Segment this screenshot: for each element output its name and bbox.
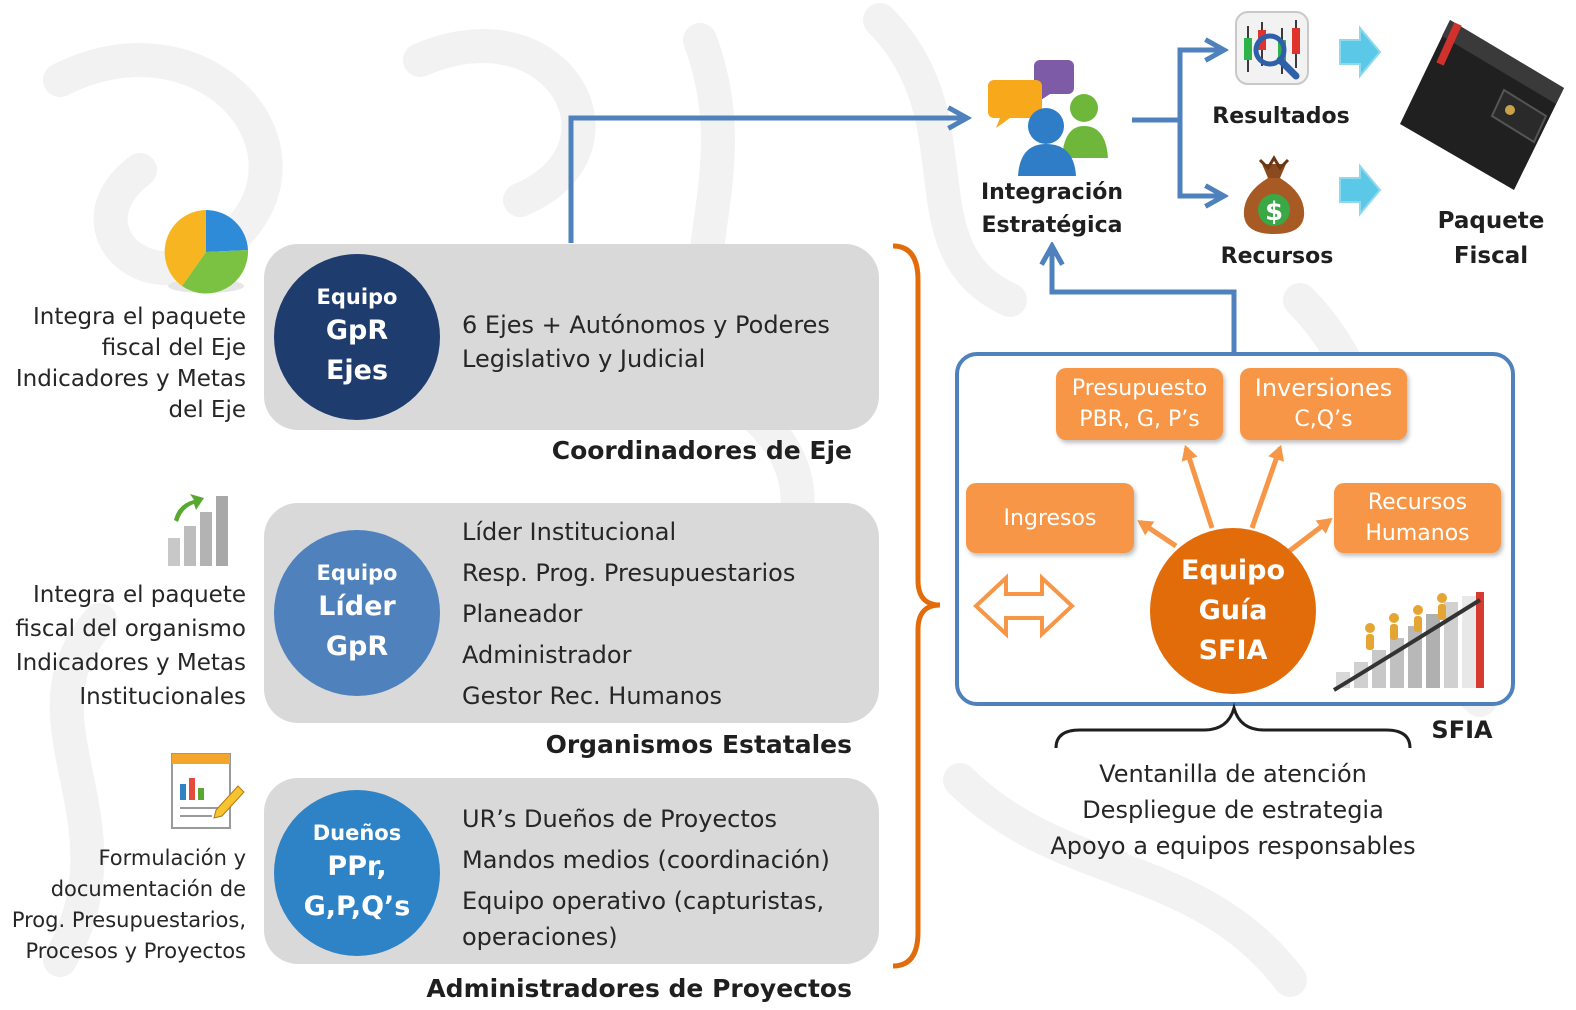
description-line: del Eje bbox=[168, 397, 246, 423]
box-line: Ingresos bbox=[1003, 505, 1097, 531]
connector-sfia-to-integracion bbox=[1052, 248, 1237, 352]
box-line: PBR, G, P’s bbox=[1079, 407, 1200, 432]
arrow-to-inversiones bbox=[1249, 444, 1285, 529]
sfia-box-ingresos: Ingresos bbox=[966, 483, 1134, 553]
team-item: UR’s Dueños de Proyectos bbox=[462, 805, 777, 833]
pie-chart-icon bbox=[164, 209, 249, 294]
connector-integracion-to-recursos bbox=[1177, 120, 1222, 196]
team-items-proyectos: UR’s Dueños de Proyectos Mandos medios (… bbox=[462, 799, 830, 952]
team-item: Mandos medios (coordinación) bbox=[462, 846, 830, 874]
label-line: Fiscal bbox=[1453, 243, 1529, 269]
circle-line: Equipo bbox=[316, 285, 398, 309]
circle-line: GpR bbox=[325, 315, 389, 346]
team-item: 6 Ejes + Autónomos y Poderes bbox=[462, 311, 830, 339]
team-circle-proyectos: Dueños PPr, G,P,Q’s bbox=[274, 790, 440, 956]
circle-line: Ejes bbox=[325, 355, 389, 386]
description-line: Procesos y Proyectos bbox=[25, 939, 246, 963]
connector-integracion-to-resultados bbox=[1132, 50, 1222, 123]
description-line: Indicadores y Metas bbox=[15, 366, 246, 392]
wallet-icon bbox=[1400, 20, 1564, 190]
description-proyectos: Formulación y documentación de Prog. Pre… bbox=[12, 843, 246, 967]
circle-line: G,P,Q’s bbox=[303, 891, 411, 922]
box-line: Presupuesto bbox=[1071, 376, 1208, 401]
connector-ejes-to-integracion bbox=[568, 118, 965, 243]
orange-bracket bbox=[892, 243, 941, 969]
sfia-support-text: Ventanilla de atención Despliegue de est… bbox=[1030, 756, 1436, 864]
support-line: Despliegue de estrategia bbox=[1082, 796, 1384, 824]
team-item: Planeador bbox=[462, 600, 583, 628]
description-line: Institucionales bbox=[79, 684, 246, 710]
box-line: Recursos bbox=[1367, 490, 1468, 515]
description-line: fiscal del Eje bbox=[101, 335, 246, 361]
money-bag-icon: $ bbox=[1243, 155, 1305, 234]
box-line: C,Q’s bbox=[1294, 407, 1353, 432]
support-line: Apoyo a equipos responsables bbox=[1050, 832, 1416, 860]
team-item: Gestor Rec. Humanos bbox=[462, 682, 723, 710]
arrow-to-ingresos bbox=[1137, 519, 1178, 549]
circle-line: Guía bbox=[1198, 595, 1268, 626]
description-line: Integra el paquete bbox=[32, 304, 246, 330]
circle-line: PPr, bbox=[327, 851, 387, 882]
report-document-icon bbox=[171, 753, 245, 829]
arrow-to-recursos-humanos bbox=[1286, 517, 1333, 554]
team-circle-organismos: Equipo Líder GpR bbox=[274, 530, 440, 696]
circle-line: SFIA bbox=[1198, 635, 1268, 666]
sfia-box-presupuesto: Presupuesto PBR, G, P’s bbox=[1056, 368, 1223, 440]
svg-text:$: $ bbox=[1265, 197, 1283, 227]
circle-line: Equipo bbox=[1180, 555, 1286, 586]
caption-ejes: Coordinadores de Eje bbox=[551, 436, 852, 465]
arrow-recursos-to-paquete bbox=[1339, 163, 1382, 217]
resultados-label: Resultados bbox=[1212, 104, 1350, 129]
circle-line: Dueños bbox=[312, 821, 402, 845]
description-line: Integra el paquete bbox=[32, 582, 246, 608]
team-item: Equipo operativo (capturistas, bbox=[462, 887, 825, 915]
box-line: Inversiones bbox=[1254, 374, 1393, 402]
candlestick-magnifier-icon bbox=[1235, 11, 1309, 85]
circle-line: Líder bbox=[318, 591, 396, 622]
description-line: Prog. Presupuestarios, bbox=[11, 908, 246, 932]
recursos-label: Recursos bbox=[1220, 244, 1334, 269]
integracion-label: Integración Estratégica bbox=[966, 176, 1138, 242]
bar-chart-growth-icon bbox=[168, 494, 228, 566]
description-line: fiscal del organismo bbox=[15, 616, 246, 642]
circle-line: GpR bbox=[325, 631, 389, 662]
team-item: Administrador bbox=[462, 641, 632, 669]
team-circle-ejes: Equipo GpR Ejes bbox=[274, 254, 440, 420]
support-line: Ventanilla de atención bbox=[1099, 760, 1367, 788]
arrow-resultados-to-paquete bbox=[1339, 25, 1382, 79]
description-line: documentación de bbox=[50, 877, 246, 901]
sfia-label: SFIA bbox=[1431, 716, 1493, 744]
sfia-center-circle: Equipo Guía SFIA bbox=[1150, 528, 1316, 694]
sfia-box-recursos-humanos: Recursos Humanos bbox=[1334, 483, 1501, 553]
team-items-organismos: Líder Institucional Resp. Prog. Presupue… bbox=[462, 512, 795, 717]
support-brace bbox=[1054, 702, 1412, 749]
paquete-fiscal-label: Paquete Fiscal bbox=[1418, 204, 1564, 274]
team-item: Líder Institucional bbox=[462, 518, 677, 546]
team-item: Legislativo y Judicial bbox=[462, 345, 706, 373]
label-line: Integración bbox=[980, 180, 1124, 205]
description-organismos: Integra el paquete fiscal del organismo … bbox=[15, 578, 246, 714]
label-line: Paquete bbox=[1437, 208, 1545, 234]
team-climbing-icon bbox=[1332, 592, 1484, 692]
box-line: Humanos bbox=[1365, 521, 1470, 546]
team-item: Resp. Prog. Presupuestarios bbox=[462, 559, 796, 587]
double-arrow-icon bbox=[973, 573, 1075, 639]
circle-line: Equipo bbox=[316, 561, 398, 585]
sfia-box-inversiones: Inversiones C,Q’s bbox=[1240, 368, 1407, 440]
label-line: Estratégica bbox=[981, 213, 1123, 238]
team-item: operaciones) bbox=[462, 923, 618, 951]
caption-organismos: Organismos Estatales bbox=[545, 730, 852, 759]
description-line: Indicadores y Metas bbox=[15, 650, 246, 676]
description-line: Formulación y bbox=[98, 846, 246, 870]
caption-proyectos: Administradores de Proyectos bbox=[426, 974, 852, 1003]
arrow-to-presupuesto bbox=[1181, 444, 1215, 529]
chat-people-icon bbox=[988, 60, 1108, 176]
team-items-ejes: 6 Ejes + Autónomos y Poderes Legislativo… bbox=[462, 308, 830, 376]
description-ejes: Integra el paquete fiscal del Eje Indica… bbox=[16, 302, 246, 426]
